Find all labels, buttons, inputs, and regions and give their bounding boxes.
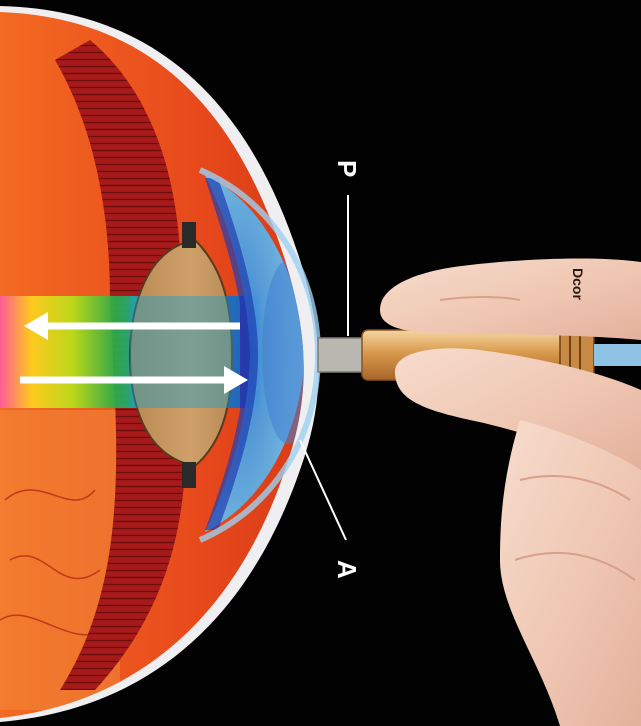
label-a: A (332, 560, 362, 579)
iris-top (182, 222, 196, 248)
probe-tip (318, 338, 366, 372)
probe-cable (594, 344, 641, 366)
instrument-mark: Dcor (570, 268, 586, 300)
lens-beam-overlay (130, 296, 240, 408)
iris-bottom (182, 462, 196, 488)
label-p: P (332, 160, 362, 177)
